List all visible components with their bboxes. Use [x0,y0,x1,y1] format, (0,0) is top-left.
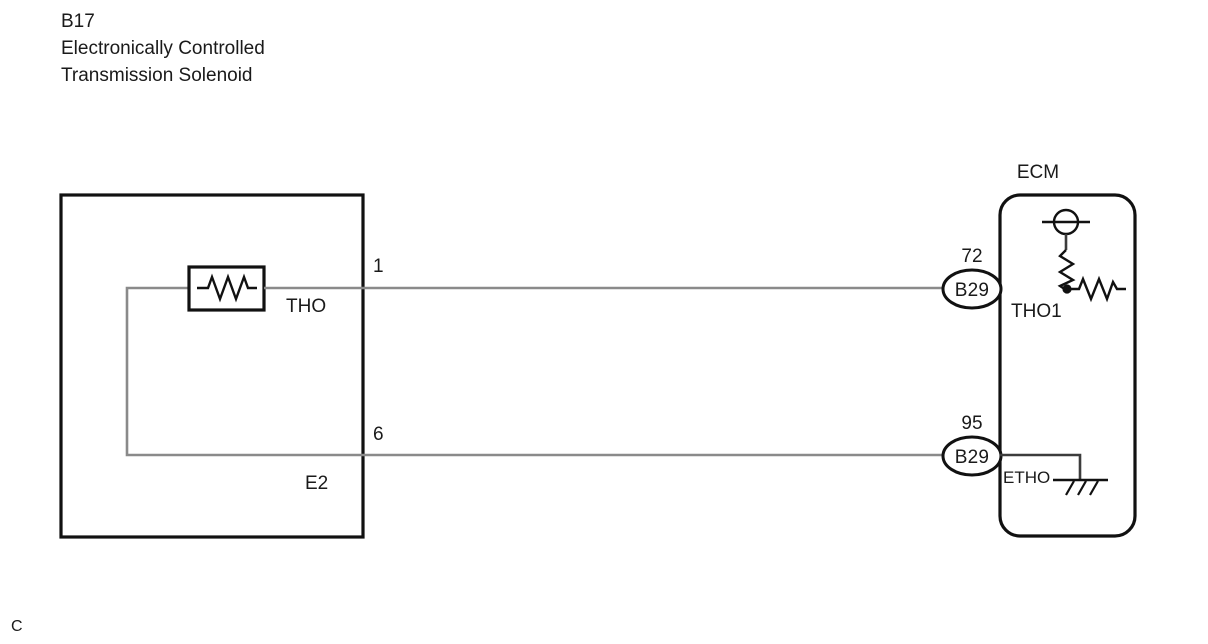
page-corner-mark: C [11,618,23,635]
connector-ellipse-b29-72 [941,268,1003,310]
component-name-line2: Transmission Solenoid [61,65,253,86]
series-resistor-icon [1071,275,1126,303]
component-pin1-signal-label: THO [286,296,326,317]
ground-hatch-icon [1065,480,1099,496]
component-code: B17 [61,11,95,32]
component-pin6-signal-label: E2 [305,473,328,494]
component-box [59,193,365,539]
component-internal-wire-e2 [125,286,363,457]
pullup-resistor-icon [1057,249,1076,291]
ecm-pin-number-72: 72 [961,246,982,267]
ecm-signal-label-tho1: THO1 [1011,301,1062,322]
connector-label-b29-72: B29 [955,280,989,301]
pin-number-1: 1 [373,256,384,277]
resistor-zigzag-icon [197,273,257,303]
ecm-pin-number-95: 95 [961,413,982,434]
connector-label-b29-95: B29 [955,447,989,468]
junction-dot-tho1 [1062,284,1072,294]
ecm-title: ECM [1017,162,1059,183]
pin-number-6: 6 [373,424,384,445]
ecm-signal-label-etho: ETHO [1003,468,1050,487]
ecm-box [998,193,1137,538]
component-name-line1: Electronically Controlled [61,38,265,59]
ground-wire [1000,453,1082,480]
